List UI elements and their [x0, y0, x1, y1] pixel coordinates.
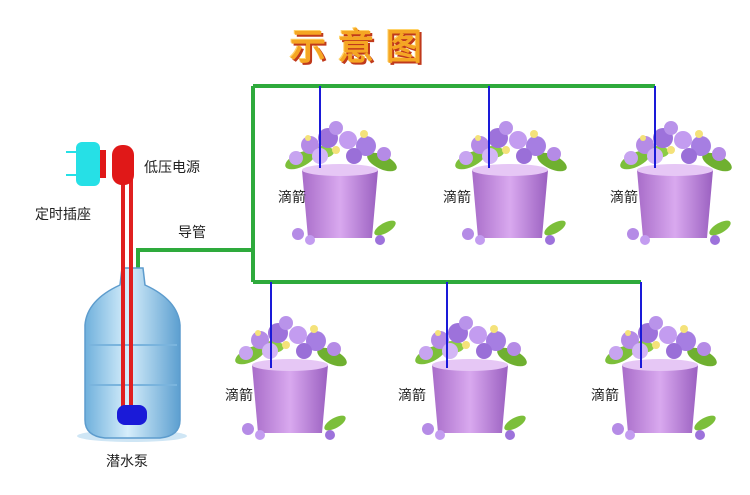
timer-socket-plug [66, 142, 106, 186]
pot-bottom-3 [602, 316, 720, 440]
low-voltage-plug [112, 145, 134, 185]
drip-label-top-2: 滴箭 [443, 190, 471, 206]
drip-label-bottom-3: 滴箭 [591, 388, 619, 404]
drip-label-top-1: 滴箭 [278, 190, 306, 206]
diagram-title: 示意图 [290, 26, 435, 68]
drip-label-bottom-2: 滴箭 [398, 388, 426, 404]
pot-top-3 [617, 121, 735, 245]
pot-bottom-2 [412, 316, 530, 440]
pot-top-1 [282, 121, 400, 245]
drip-label-bottom-1: 滴箭 [225, 388, 253, 404]
low-voltage-power-label: 低压电源 [144, 160, 200, 176]
guide-pipe [136, 84, 655, 390]
pot-bottom-1 [232, 316, 350, 440]
drip-label-top-3: 滴箭 [610, 190, 638, 206]
guide-pipe-label: 导管 [178, 225, 206, 241]
drip-tubes [270, 86, 656, 368]
timer-socket-label: 定时插座 [35, 207, 91, 223]
pot-top-2 [452, 121, 570, 245]
submersible-pump [117, 405, 147, 425]
pump-label: 潜水泵 [106, 454, 148, 470]
power-cable [121, 178, 133, 410]
